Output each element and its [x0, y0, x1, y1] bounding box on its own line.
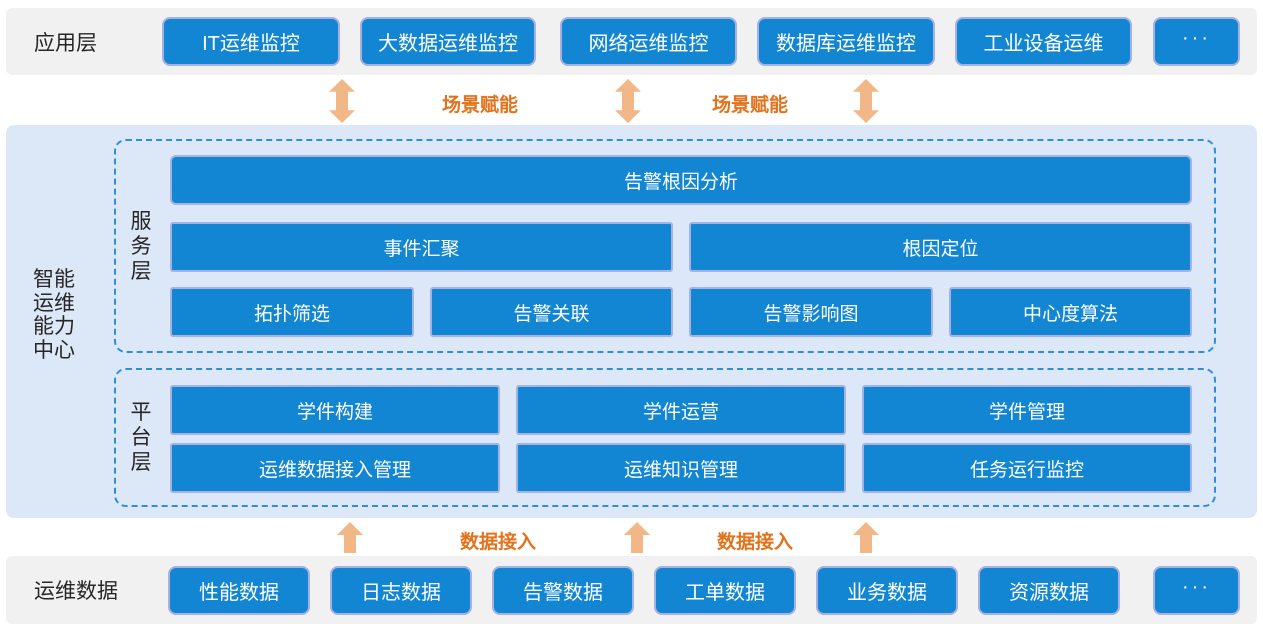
- service-layer-label: 服 务 层: [130, 209, 152, 283]
- box-alarm-impact-graph: 告警影响图: [689, 287, 933, 337]
- box-alarm-data: 告警数据: [492, 566, 634, 615]
- scene-empowerment-label: 场景赋能: [711, 95, 788, 116]
- ops-data-label: 运维数据: [34, 580, 118, 603]
- box-event-aggregation: 事件汇聚: [170, 222, 673, 272]
- capability-center-title: 智能 运维 能力 中心: [33, 268, 75, 362]
- up-down-arrow-icon: [853, 79, 879, 123]
- box-learnware-operation: 学件运营: [516, 385, 846, 435]
- box-ops-data-access-management: 运维数据接入管理: [170, 443, 500, 493]
- box-ops-knowledge-management: 运维知识管理: [516, 443, 846, 493]
- box-resource-data: 资源数据: [978, 566, 1120, 615]
- box-network-ops-monitoring: 网络运维监控: [560, 17, 737, 66]
- box-centrality-algorithm: 中心度算法: [949, 287, 1192, 337]
- box-alarm-correlation: 告警关联: [430, 287, 673, 337]
- box-bigdata-ops-monitoring: 大数据运维监控: [360, 17, 536, 66]
- box-it-ops-monitoring: IT运维监控: [162, 17, 340, 66]
- up-down-arrow-icon: [329, 79, 355, 123]
- platform-layer-group: [114, 368, 1216, 507]
- box-ticket-data: 工单数据: [654, 566, 796, 615]
- box-alarm-root-cause-analysis: 告警根因分析: [170, 155, 1192, 205]
- platform-layer-label: 平 台 层: [130, 401, 152, 474]
- box-learnware-management: 学件管理: [862, 385, 1192, 435]
- scene-empowerment-label: 场景赋能: [441, 95, 518, 116]
- box-database-ops-monitoring: 数据库运维监控: [757, 17, 935, 66]
- service-layer-group: [114, 139, 1216, 353]
- up-arrow-icon: [853, 522, 879, 553]
- box-app-more: ···: [1153, 17, 1240, 66]
- box-task-run-monitoring: 任务运行监控: [862, 443, 1192, 493]
- box-industrial-equipment-ops: 工业设备运维: [955, 17, 1132, 66]
- box-log-data: 日志数据: [330, 566, 472, 615]
- box-root-cause-location: 根因定位: [689, 222, 1192, 272]
- box-learnware-build: 学件构建: [170, 385, 500, 435]
- up-arrow-icon: [337, 522, 363, 553]
- box-data-more: ···: [1153, 566, 1240, 615]
- box-topology-filter: 拓扑筛选: [170, 287, 414, 337]
- box-business-data: 业务数据: [816, 566, 958, 615]
- data-access-label: 数据接入: [716, 532, 793, 553]
- data-access-label: 数据接入: [459, 532, 536, 553]
- box-performance-data: 性能数据: [168, 566, 310, 615]
- application-layer-label: 应用层: [34, 31, 97, 55]
- up-down-arrow-icon: [615, 79, 641, 123]
- up-arrow-icon: [624, 522, 650, 553]
